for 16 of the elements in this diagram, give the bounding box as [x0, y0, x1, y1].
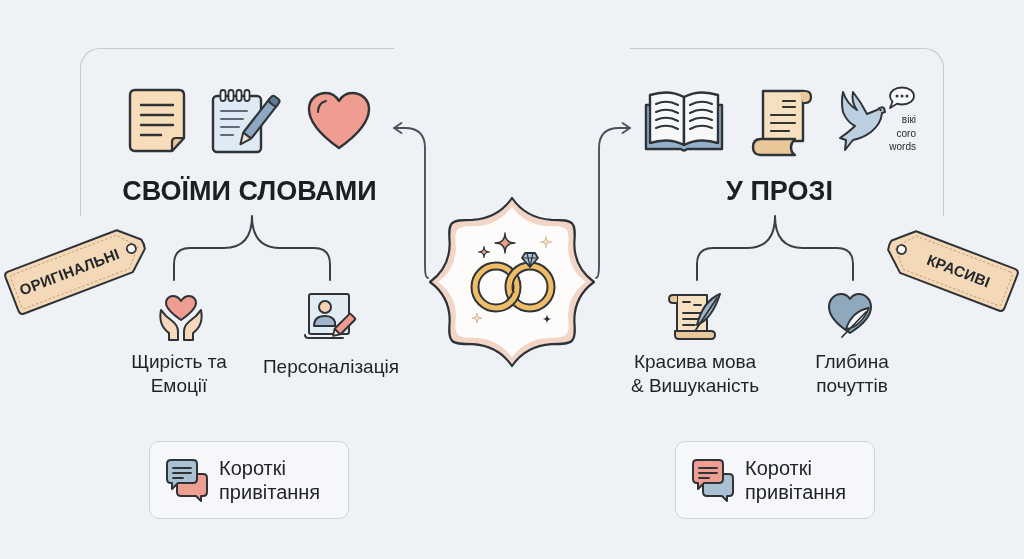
- arrow: [393, 122, 429, 279]
- section-frame: [630, 48, 944, 216]
- info-card: [675, 441, 875, 519]
- wedding-rings-illustration: [428, 196, 596, 368]
- feature-label: Щирість та Емоції: [130, 350, 228, 398]
- small-text: вікі coro words: [888, 113, 916, 154]
- arrow: [595, 122, 631, 279]
- section-heading: У ПРОЗІ: [726, 175, 833, 207]
- feature-label: Глибина почуттів: [814, 350, 890, 398]
- card-text: Короткі привітання: [219, 456, 322, 504]
- card-text: Короткі привітання: [745, 456, 848, 504]
- feature-label: Красива мова & Вишуканість: [629, 350, 761, 398]
- info-card: [149, 441, 349, 519]
- section-frame: [80, 48, 394, 216]
- section-heading: СВОЇМИ СЛОВАМИ: [122, 175, 377, 207]
- feature-label: Персоналізація: [261, 355, 401, 379]
